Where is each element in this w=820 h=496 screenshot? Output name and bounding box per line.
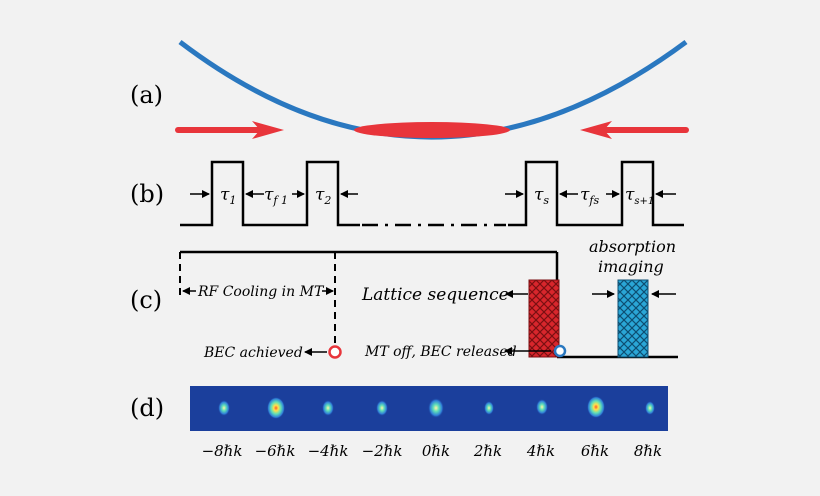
tauf1-label: τf 1 [264,185,288,207]
absorption-label: absorption [589,237,676,256]
panel-label-c: (c) [130,286,162,314]
taus-label: τs [534,185,549,207]
momentum-spot [218,400,230,416]
laser-arrow-left-icon [580,121,612,139]
momentum-label: −2ℏk [362,442,403,460]
bec-achieved-label: BEC achieved [203,345,303,361]
pulse-train-right [508,160,684,227]
lattice-sequence-block [528,279,560,358]
taus1-label: τs+1 [625,185,654,207]
atom-cloud [354,122,510,138]
panel-label-a: (a) [130,81,163,109]
tau1-label: τ1 [220,185,236,207]
momentum-spot [376,400,388,416]
lattice-sequence-label: Lattice sequence [361,285,509,305]
pulse-train-left [180,160,360,227]
momentum-labels: −8ℏk −6ℏk −4ℏk −2ℏk 0ℏk 2ℏk 4ℏk 6ℏk 8ℏk [202,442,663,460]
momentum-label: 8ℏk [634,442,662,460]
momentum-label: −4ℏk [308,442,349,460]
momentum-spot [428,398,444,418]
imaging-label: imaging [598,257,664,276]
momentum-spot [267,397,285,419]
taufs-label: τfs [580,185,599,207]
momentum-spot [587,396,605,418]
panel-label-d: (d) [130,394,164,422]
momentum-spots [218,396,655,419]
momentum-label: 0ℏk [422,442,450,460]
momentum-label: −8ℏk [202,442,243,460]
panel-label-b: (b) [130,180,164,208]
momentum-spot [645,401,655,415]
momentum-spot [536,399,548,415]
mt-off-label: MT off, BEC released [364,344,517,360]
mt-off-marker-icon [553,344,567,358]
momentum-label: 6ℏk [581,442,609,460]
imaging-block [617,279,649,358]
momentum-label: 4ℏk [526,442,555,460]
momentum-spot [322,400,334,416]
bec-achieved-marker-icon [328,345,342,359]
rf-cooling-label: RF Cooling in MT [197,284,325,300]
laser-arrow-right-icon [252,121,284,139]
momentum-spot [484,401,494,415]
tau2-label: τ2 [315,185,331,207]
momentum-label: 2ℏk [473,442,502,460]
momentum-label: −6ℏk [255,442,296,460]
